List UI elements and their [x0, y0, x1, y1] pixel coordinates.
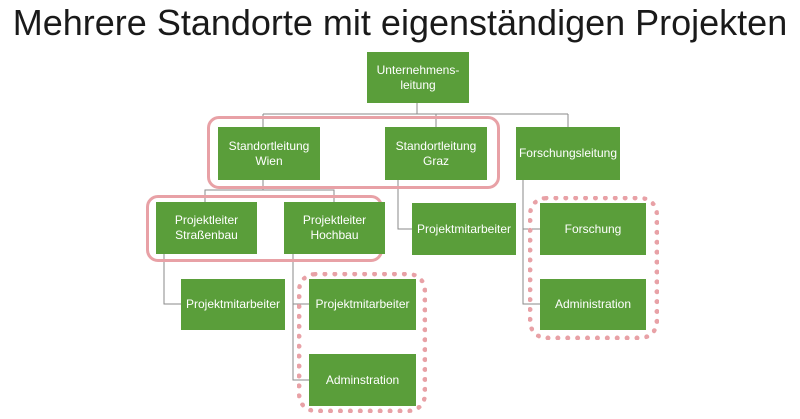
- node-staff-building: Projektmitarbeiter: [309, 279, 416, 330]
- node-admin-research: Administration: [540, 279, 646, 330]
- node-research-lead: Forschungsleitung: [516, 127, 620, 180]
- line-graz-to-staff: [397, 180, 412, 230]
- node-site-vienna: Standortleitung Wien: [218, 127, 320, 180]
- line-building-to-admin: [292, 254, 309, 381]
- node-pm-building: Projektleiter Hochbau: [284, 202, 385, 254]
- node-ceo: Unternehmens- leitung: [367, 52, 469, 103]
- node-pm-road: Projektleiter Straßenbau: [156, 202, 257, 254]
- line-road-to-staff: [163, 254, 181, 305]
- node-staff-graz: Projektmitarbeiter: [412, 203, 516, 255]
- line-research-lead-to-admin: [522, 180, 540, 305]
- research-team-highlight: [528, 196, 659, 340]
- node-site-graz: Standortleitung Graz: [385, 127, 487, 180]
- node-admin-building: Adminstration: [309, 354, 416, 406]
- line-vienna-to-building: [263, 189, 335, 202]
- page-title: Mehrere Standorte mit eigenständigen Pro…: [12, 2, 788, 43]
- site-leaders-highlight: [207, 116, 500, 189]
- building-project-team-highlight: [297, 272, 427, 413]
- node-research: Forschung: [540, 203, 646, 255]
- node-staff-road: Projektmitarbeiter: [181, 279, 285, 330]
